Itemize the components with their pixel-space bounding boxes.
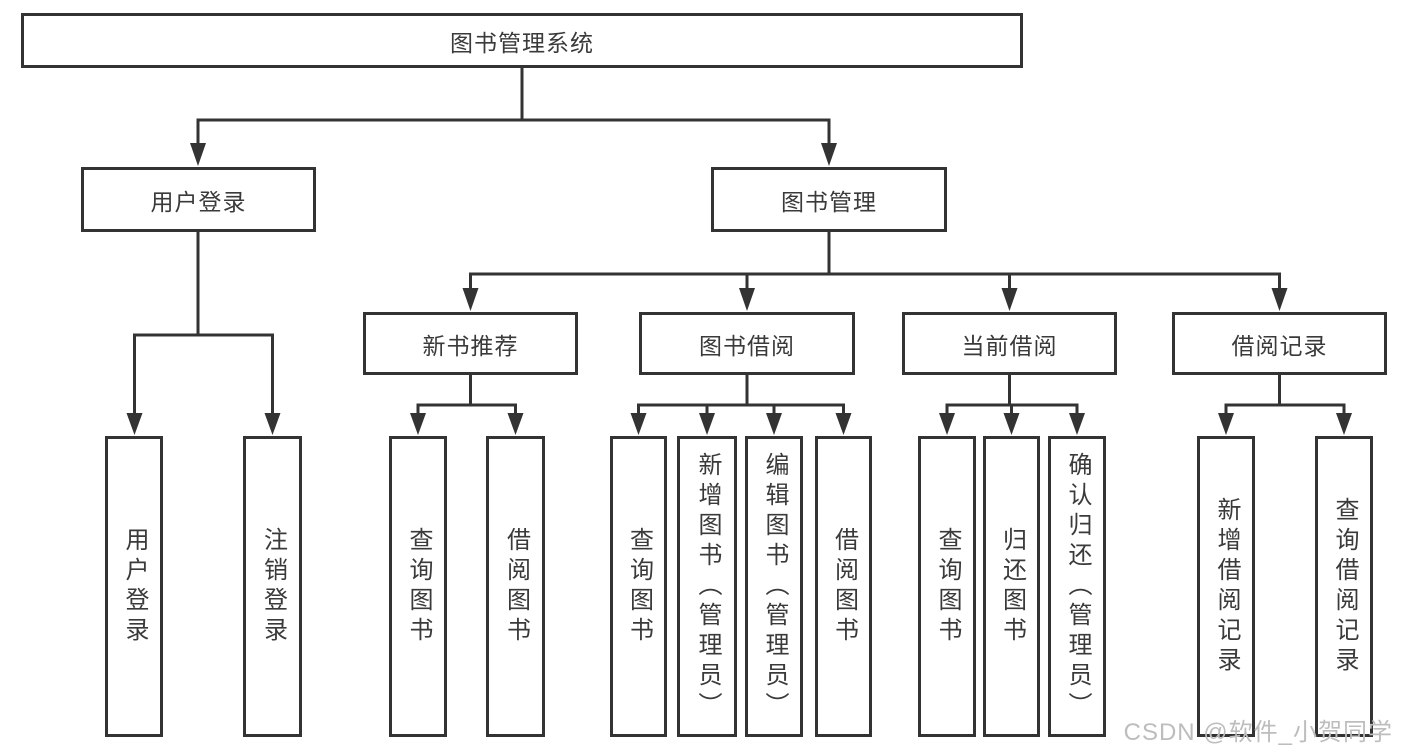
leaf-borrow-books-borrow: 借阅图书 xyxy=(815,436,872,737)
leaf-query-borrow-record-label: 查询借阅记录 xyxy=(1331,496,1358,677)
leaf-query-books-current: 查询图书 xyxy=(918,436,976,737)
node-new-book-recommend: 新书推荐 xyxy=(363,312,578,375)
leaf-add-borrow-record: 新增借阅记录 xyxy=(1197,436,1255,737)
node-borrow-records: 借阅记录 xyxy=(1172,312,1387,375)
leaf-borrow-books-recommend: 借阅图书 xyxy=(486,436,545,737)
node-user-login: 用户登录 xyxy=(81,167,316,232)
leaf-query-books-borrow-label: 查询图书 xyxy=(625,526,653,647)
leaf-logout-label: 注销登录 xyxy=(259,526,287,647)
leaf-query-books-recommend: 查询图书 xyxy=(389,436,447,737)
leaf-confirm-return-admin: 确认归还（管理员） xyxy=(1048,436,1106,737)
leaf-edit-book-admin: 编辑图书（管理员） xyxy=(745,436,803,737)
leaf-query-books-recommend-label: 查询图书 xyxy=(405,526,432,647)
leaf-add-book-admin: 新增图书（管理员） xyxy=(677,436,737,737)
leaf-query-books-borrow: 查询图书 xyxy=(610,436,667,737)
leaf-query-borrow-record: 查询借阅记录 xyxy=(1315,436,1373,737)
node-root-label: 图书管理系统 xyxy=(450,29,594,56)
leaf-return-book: 归还图书 xyxy=(983,436,1040,737)
node-current-borrow-label: 当前借阅 xyxy=(961,332,1058,359)
watermark: CSDN @软件_小贺同学 xyxy=(1123,719,1393,746)
leaf-return-book-label: 归还图书 xyxy=(998,526,1026,647)
node-current-borrow: 当前借阅 xyxy=(902,312,1117,375)
node-book-borrow: 图书借阅 xyxy=(639,312,855,375)
leaf-logout: 注销登录 xyxy=(243,436,302,737)
node-user-login-label: 用户登录 xyxy=(150,188,247,215)
node-root: 图书管理系统 xyxy=(21,13,1023,68)
leaf-add-borrow-record-label: 新增借阅记录 xyxy=(1213,496,1240,677)
leaf-edit-book-admin-label: 编辑图书（管理员） xyxy=(761,451,788,722)
node-borrow-records-label: 借阅记录 xyxy=(1231,332,1328,359)
leaf-borrow-books-recommend-label: 借阅图书 xyxy=(502,526,530,647)
node-book-management-label: 图书管理 xyxy=(781,188,877,215)
node-book-management: 图书管理 xyxy=(711,167,947,232)
leaf-user-login-label: 用户登录 xyxy=(121,526,148,647)
leaf-borrow-books-borrow-label: 借阅图书 xyxy=(830,526,858,647)
leaf-confirm-return-admin-label: 确认归还（管理员） xyxy=(1064,451,1091,722)
leaf-user-login: 用户登录 xyxy=(105,436,163,737)
leaf-query-books-current-label: 查询图书 xyxy=(934,526,961,647)
arrowheads xyxy=(126,143,1352,435)
node-book-borrow-label: 图书借阅 xyxy=(699,332,795,359)
node-new-book-recommend-label: 新书推荐 xyxy=(422,332,519,359)
leaf-add-book-admin-label: 新增图书（管理员） xyxy=(694,451,721,722)
